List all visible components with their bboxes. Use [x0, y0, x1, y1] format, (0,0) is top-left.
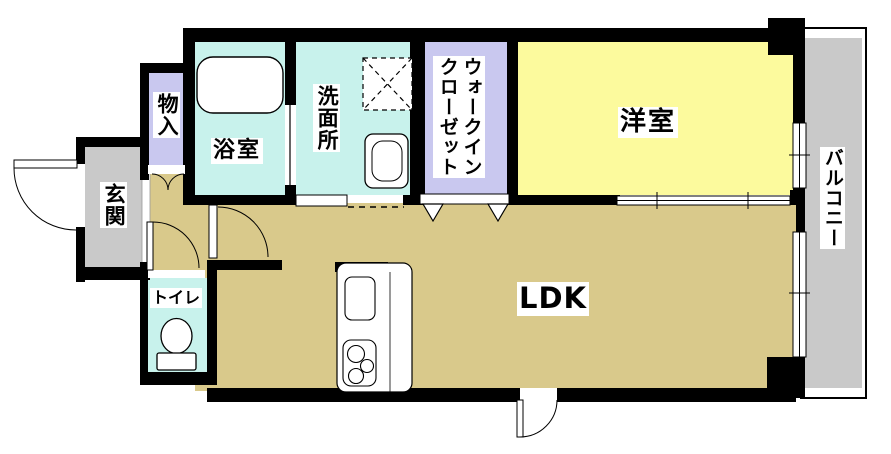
wall-western-right-upper [793, 55, 805, 123]
bathtub-icon [196, 56, 284, 114]
entrance-label: 玄関 [100, 182, 128, 228]
stove-icon [342, 339, 377, 387]
wall-toilet-right [207, 262, 217, 385]
walk-in-closet-label: ウォークイン クローゼット [433, 56, 485, 178]
wall-hall-ldk-stub [207, 260, 282, 270]
wall-toilet-left [140, 262, 148, 385]
kitchen-counter-icon [336, 262, 413, 393]
wall-ldk-right-upper [796, 205, 805, 232]
washing-machine-icon [362, 57, 413, 111]
entrance-door-swing-icon [13, 159, 78, 231]
balcony-outline [800, 27, 867, 399]
walk-in-closet-label-line1: ウォークイン [460, 57, 483, 177]
door-swings [13, 159, 558, 438]
walls [76, 18, 805, 402]
wic-door-strip [419, 193, 510, 205]
hall-door-swing-icon [208, 204, 269, 259]
wall-toilet-bottom [140, 372, 217, 385]
wall-bath-wash-upper [285, 42, 296, 105]
fixtures [156, 56, 413, 393]
wall-wic-left [410, 42, 425, 205]
ldk-floor [195, 203, 796, 391]
western-ldk-partition-icon [616, 192, 791, 209]
ldk-label: LDK [517, 281, 590, 316]
wall-entrance-top [76, 137, 148, 147]
toilet-door-swing-icon [146, 221, 200, 271]
openings [76, 105, 810, 402]
wall-bathroom-left [183, 28, 195, 205]
wall-top [183, 28, 805, 42]
storage-label: 物入 [153, 92, 181, 138]
wall-corner-top-right [768, 18, 805, 55]
wic-door-triangle-icon [486, 203, 510, 223]
wall-western-bottom [507, 195, 620, 205]
wall-wic-right [507, 42, 518, 205]
wall-western-right-lower [793, 188, 805, 205]
wall-storage-top [140, 63, 190, 73]
entrance-door-opening [76, 164, 85, 227]
storage-door-swing-icon [151, 173, 185, 191]
wic-door-triangle-icon [421, 203, 445, 223]
wall-wet-bottom-left [183, 195, 296, 205]
kitchen-sink-icon [344, 276, 376, 321]
ldk-door-swing-icon [516, 399, 558, 438]
vanity-sink-icon [364, 133, 409, 189]
ldk-door-opening [520, 388, 557, 402]
toilet-door-opening [148, 270, 205, 278]
washroom-label: 洗面所 [313, 84, 341, 152]
washroom-sliding-door-icon [295, 194, 348, 207]
wall-ldk-bottom [207, 388, 796, 402]
storage-door-opening [148, 165, 185, 174]
western-room-label: 洋室 [618, 107, 679, 138]
ldk-window-icon [789, 231, 810, 358]
walk-in-closet-label-line2: クローゼット [436, 57, 459, 177]
wall-storage-left [140, 63, 149, 180]
balcony-label: バルコニー [820, 147, 845, 249]
bathroom-label: 浴室 [211, 138, 264, 165]
wall-entrance-bottom [76, 267, 150, 280]
western-window-icon [789, 122, 810, 189]
toilet-label: トイレ [150, 288, 203, 308]
toilet-icon [156, 317, 197, 371]
